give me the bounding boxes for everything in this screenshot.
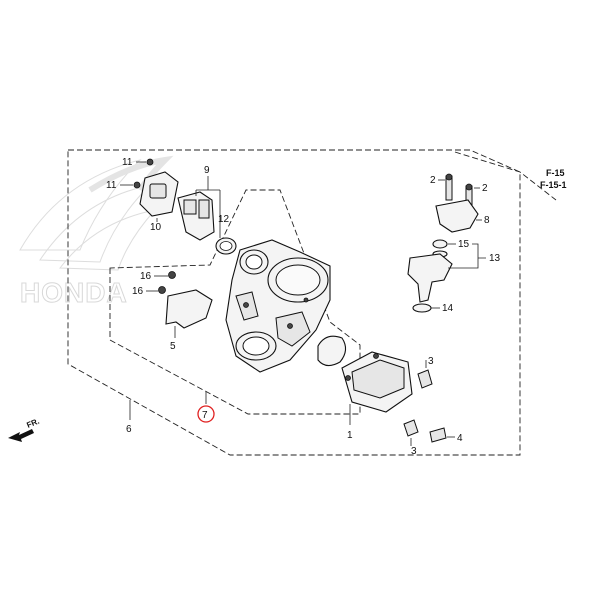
- bracket: [158, 271, 213, 329]
- screws-right: [403, 369, 447, 443]
- throttle-body: [225, 239, 331, 373]
- inner-boundary: [109, 189, 361, 415]
- callout-12: 12: [218, 214, 230, 225]
- callout-3-lower: 3: [411, 446, 417, 457]
- callout-6: 6: [126, 424, 132, 435]
- callout-11-lower: 11: [106, 180, 117, 191]
- injector-group: [407, 173, 479, 313]
- callout-13: 13: [489, 253, 501, 264]
- outer-boundary: [67, 149, 521, 456]
- callout-10: 10: [150, 222, 162, 233]
- honda-wing-watermark: [19, 155, 174, 271]
- callout-5: 5: [170, 341, 176, 352]
- callout-14: 14: [442, 303, 454, 314]
- ref-leader-line: [454, 151, 557, 201]
- front-direction-arrow: [8, 429, 34, 442]
- motor-housing: [341, 351, 413, 413]
- callout-15: 15: [458, 239, 470, 250]
- callout-11-upper: 11: [122, 157, 133, 168]
- callout-4: 4: [457, 433, 463, 444]
- callout-16-lower: 16: [132, 286, 144, 297]
- callout-8: 8: [484, 215, 490, 226]
- seal-ring: [317, 335, 347, 367]
- callout-7: 7: [202, 410, 208, 421]
- highlight-circle-7: [197, 405, 215, 423]
- callout-16-upper: 16: [140, 271, 152, 282]
- ref-label-f15-1: F-15-1: [540, 180, 567, 190]
- callout-3-upper: 3: [428, 356, 434, 367]
- ref-label-f15: F-15: [546, 168, 565, 178]
- callout-9: 9: [204, 165, 210, 176]
- callout-2-right: 2: [482, 183, 488, 194]
- callout-2-left: 2: [430, 175, 436, 186]
- callout-1: 1: [347, 430, 353, 441]
- sensor-assembly: [133, 158, 237, 255]
- honda-text-watermark: HONDA: [20, 277, 128, 308]
- front-label: FR.: [25, 417, 40, 430]
